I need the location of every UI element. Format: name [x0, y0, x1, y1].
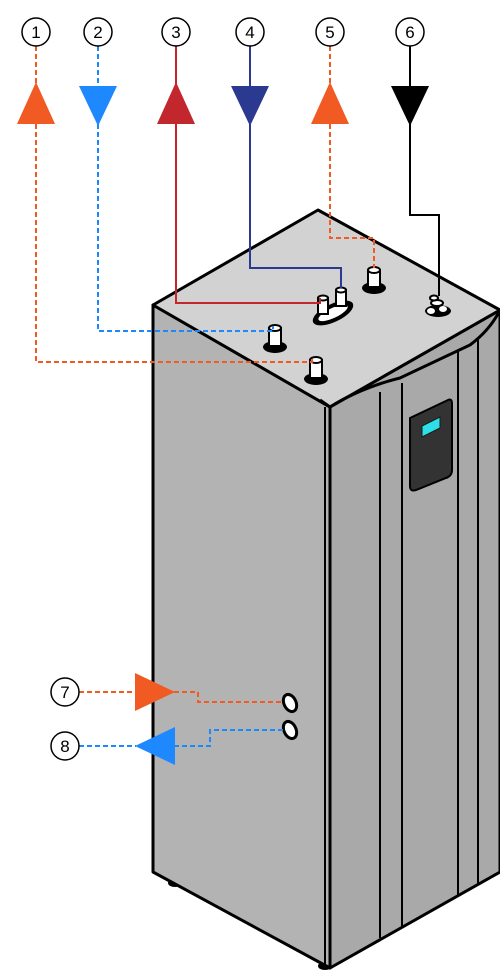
flow-arrow-1-outflow: [17, 82, 55, 124]
callout-label: 4: [245, 23, 254, 42]
connector-8: [281, 719, 299, 741]
pipe-line-3: [175, 46, 321, 304]
connector-6: [425, 294, 451, 317]
flow-arrows: [17, 82, 429, 765]
pipe-line-8: [79, 729, 283, 747]
callout-3: 3: [161, 17, 191, 47]
callout-4: 4: [235, 17, 265, 47]
callout-label: 7: [60, 683, 69, 702]
callout-label: 3: [171, 23, 180, 42]
callout-label: 5: [325, 23, 334, 42]
pipe-line-1: [35, 46, 313, 363]
pipe-line-6: [409, 46, 440, 296]
callout-8: 8: [50, 731, 80, 761]
callout-label: 2: [93, 23, 102, 42]
top-connectors: [263, 266, 451, 385]
connector-2: [263, 324, 287, 353]
pipe-line-4: [249, 46, 342, 288]
pipe-lines: [35, 46, 440, 747]
front-cover-edge: [329, 309, 500, 409]
flow-arrow-6-inflow: [391, 86, 429, 126]
flow-arrow-8-outflow: [135, 727, 175, 765]
pipe-line-7: [79, 691, 283, 703]
flow-arrow-7-inflow: [135, 673, 175, 711]
pipe-line-2: [97, 46, 274, 332]
connector-1: [304, 356, 328, 385]
pipe-line-5: [329, 46, 375, 268]
side-panel: [151, 303, 332, 970]
connector-7: [281, 692, 299, 714]
callout-label: 8: [60, 737, 69, 756]
flow-arrow-4-inflow: [231, 86, 269, 126]
side-connectors: [281, 692, 299, 741]
flow-arrow-2-inflow: [79, 86, 117, 126]
callout-label: 1: [31, 23, 40, 42]
flow-arrow-3-outflow: [157, 82, 195, 124]
callout-5: 5: [315, 17, 345, 47]
callout-label: 6: [405, 23, 414, 42]
control-panel: [409, 398, 453, 492]
callout-2: 2: [83, 17, 113, 47]
callout-labels: 1 2 3 4 5 6 7 8: [21, 17, 425, 761]
display-screen: [421, 416, 441, 438]
callout-6: 6: [395, 17, 425, 47]
callout-7: 7: [50, 677, 80, 707]
flow-arrow-5-outflow: [311, 82, 349, 124]
connector-3-4: [312, 286, 354, 326]
callout-1: 1: [21, 17, 51, 47]
front-panel: [328, 308, 500, 970]
